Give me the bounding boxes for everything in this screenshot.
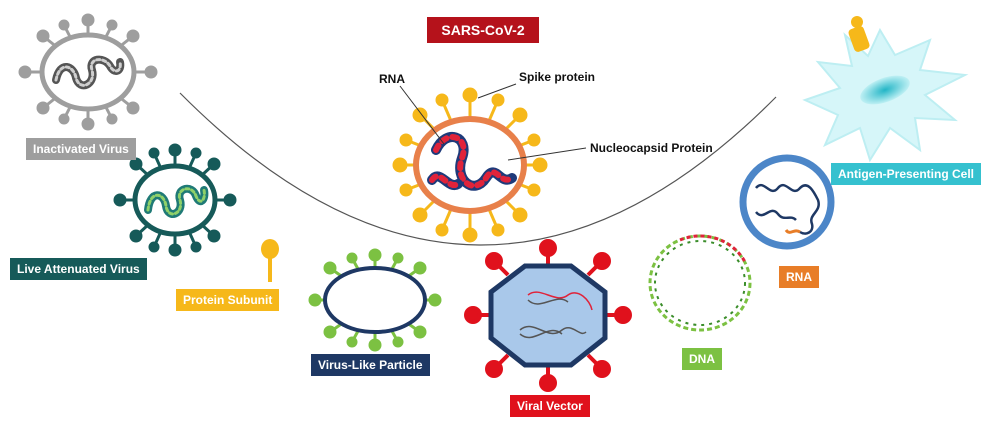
virus-like-particle-label: Virus-Like Particle bbox=[311, 354, 430, 376]
inactivated-virus-icon bbox=[18, 13, 158, 131]
rna-molecule-icon bbox=[739, 154, 835, 250]
dna-plasmid-icon bbox=[648, 234, 752, 332]
protein-subunit-label: Protein Subunit bbox=[176, 289, 280, 311]
annotation-lines bbox=[399, 83, 587, 161]
viral-vector-label: Viral Vector bbox=[510, 395, 590, 417]
protein-subunit-icon bbox=[261, 239, 279, 282]
antigen-presenting-cell-icon bbox=[802, 16, 969, 163]
sars-cov-2-virus-icon bbox=[392, 87, 548, 243]
viral-vector-icon bbox=[464, 239, 632, 392]
inactivated-virus-label: Inactivated Virus bbox=[26, 138, 136, 160]
live-attenuated-virus-icon bbox=[113, 143, 237, 257]
rna-label: RNA bbox=[779, 266, 819, 288]
sars-cov-2-title: SARS-CoV-2 bbox=[427, 17, 539, 43]
nucleocapsid-annotation: Nucleocapsid Protein bbox=[590, 141, 713, 155]
rna-annotation: RNA bbox=[379, 72, 405, 86]
antigen-presenting-cell-label: Antigen-Presenting Cell bbox=[831, 163, 982, 185]
dna-label: DNA bbox=[682, 348, 722, 370]
live-attenuated-virus-label: Live Attenuated Virus bbox=[10, 258, 147, 280]
spike-protein-annotation: Spike protein bbox=[519, 70, 596, 84]
central-arc bbox=[179, 92, 777, 246]
virus-like-particle-icon bbox=[308, 248, 442, 352]
